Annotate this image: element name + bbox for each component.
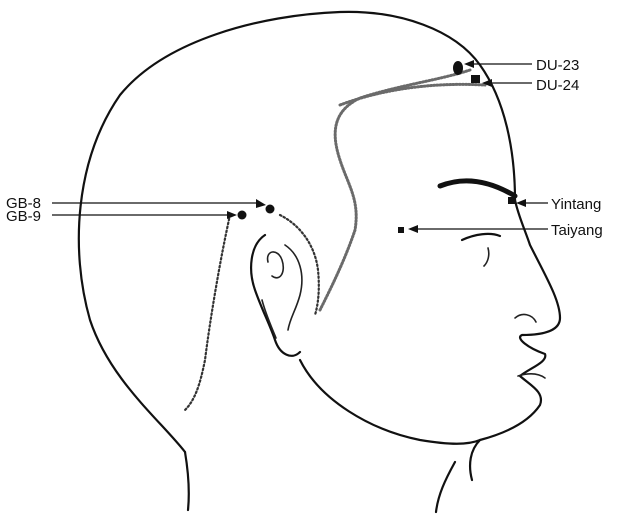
eye-lid	[462, 234, 500, 240]
hairline-top	[340, 84, 485, 105]
neck-back	[185, 452, 189, 510]
nostril	[515, 315, 536, 322]
gb9-label: GB-9	[6, 208, 41, 225]
eyebrow	[440, 181, 515, 196]
ear-lobe	[262, 300, 276, 338]
head-outline	[79, 12, 515, 452]
sideburn-dotted	[185, 215, 230, 410]
taiyang-point	[398, 227, 404, 233]
ear-inner	[268, 252, 284, 278]
gb8-arrowhead	[256, 199, 266, 208]
eye-lower	[484, 248, 489, 266]
yintang-label: Yintang	[551, 196, 601, 213]
du24-label: DU-24	[536, 77, 579, 94]
taiyang-label: Taiyang	[551, 222, 603, 239]
hairline	[320, 70, 470, 310]
throat-line	[436, 462, 455, 512]
yintang-point	[508, 197, 516, 204]
du23-point	[453, 61, 463, 75]
du23-arrowhead	[464, 60, 474, 68]
gb9-arrowhead	[227, 211, 237, 219]
ear-helix	[285, 245, 302, 330]
taiyang-arrowhead	[408, 225, 418, 233]
jaw-line	[300, 360, 480, 444]
gb8-point	[266, 205, 275, 214]
du24-point	[471, 75, 480, 83]
du23-label: DU-23	[536, 57, 579, 74]
face-profile	[470, 200, 560, 480]
gb9-point	[238, 211, 247, 220]
